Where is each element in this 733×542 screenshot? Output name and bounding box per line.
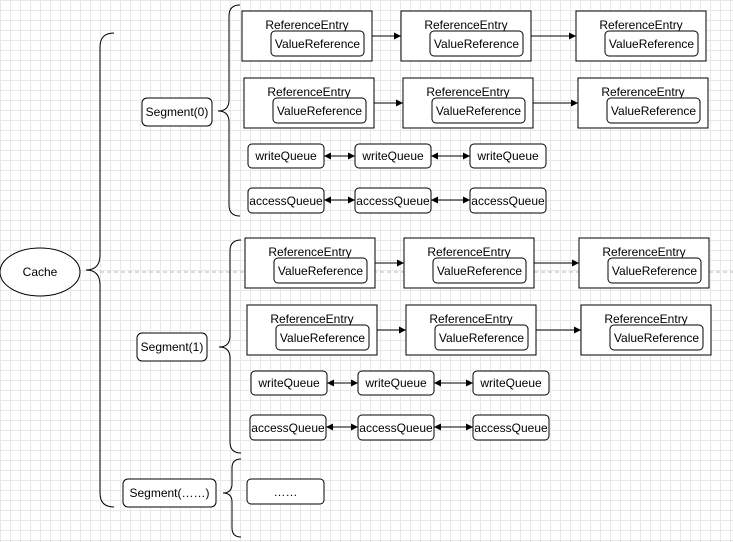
reference-entry[interactable]: ReferenceEntry ValueReference bbox=[243, 77, 375, 129]
segment-more: Segment(……) …… bbox=[122, 458, 325, 538]
write-queue-label: writeQueue bbox=[479, 376, 542, 390]
write-queue-node[interactable]: writeQueue bbox=[354, 143, 432, 169]
value-reference-label: ValueReference bbox=[609, 37, 694, 51]
segment-1-node[interactable]: Segment(1) bbox=[136, 332, 208, 362]
reference-entry[interactable]: ReferenceEntry ValueReference bbox=[578, 237, 710, 289]
segment-0-entry-row-0: ReferenceEntry ValueReference ReferenceE… bbox=[241, 10, 707, 62]
reference-entry-label: ReferenceEntry bbox=[604, 312, 687, 326]
value-reference-label: ValueReference bbox=[275, 37, 360, 51]
segment-1-entry-row-0: ReferenceEntry ValueReference ReferenceE… bbox=[244, 237, 710, 289]
write-queue-node[interactable]: writeQueue bbox=[247, 143, 325, 169]
write-queue-label: writeQueue bbox=[476, 149, 539, 163]
segment-1-label: Segment(1) bbox=[141, 340, 204, 354]
access-queue-label: accessQueue bbox=[251, 421, 325, 435]
access-queue-node[interactable]: accessQueue bbox=[247, 187, 325, 214]
value-reference-box[interactable] bbox=[272, 97, 367, 124]
value-reference-box[interactable] bbox=[606, 97, 701, 124]
reference-entry[interactable]: ReferenceEntry ValueReference bbox=[241, 10, 373, 62]
value-reference-box[interactable] bbox=[607, 257, 702, 284]
value-reference-label: ValueReference bbox=[611, 104, 696, 118]
reference-entry[interactable]: ReferenceEntry ValueReference bbox=[400, 10, 532, 62]
segment-0-label: Segment(0) bbox=[146, 105, 209, 119]
segment-0: Segment(0) ReferenceEntry ValueReference… bbox=[141, 4, 709, 217]
access-queue-node[interactable]: accessQueue bbox=[357, 414, 435, 441]
reference-entry[interactable]: ReferenceEntry ValueReference bbox=[246, 304, 378, 356]
segment-1-entry-row-1: ReferenceEntry ValueReference ReferenceE… bbox=[246, 304, 712, 356]
write-queue-label: writeQueue bbox=[364, 376, 427, 390]
segment-more-label: Segment(……) bbox=[129, 486, 209, 500]
access-queue-label: accessQueue bbox=[356, 194, 430, 208]
segment-0-write-queue: writeQueue writeQueue writeQueue bbox=[247, 143, 547, 169]
reference-entry[interactable]: ReferenceEntry ValueReference bbox=[575, 10, 707, 62]
value-reference-label: ValueReference bbox=[614, 331, 699, 345]
value-reference-box[interactable] bbox=[604, 30, 699, 57]
write-queue-label: writeQueue bbox=[361, 149, 424, 163]
value-reference-box[interactable] bbox=[275, 324, 370, 351]
access-queue-label: accessQueue bbox=[471, 194, 545, 208]
value-reference-label: ValueReference bbox=[277, 104, 362, 118]
value-reference-box[interactable] bbox=[270, 30, 365, 57]
reference-entry-label: ReferenceEntry bbox=[601, 85, 684, 99]
access-queue-node[interactable]: accessQueue bbox=[354, 187, 432, 214]
value-reference-label: ValueReference bbox=[278, 264, 363, 278]
reference-entry[interactable]: ReferenceEntry ValueReference bbox=[405, 304, 537, 356]
value-reference-box[interactable] bbox=[431, 97, 526, 124]
cache-label: Cache bbox=[23, 265, 58, 279]
segment-0-entry-row-1: ReferenceEntry ValueReference ReferenceE… bbox=[243, 77, 709, 129]
reference-entry-label: ReferenceEntry bbox=[270, 312, 353, 326]
segment-0-brace bbox=[217, 4, 241, 217]
value-reference-label: ValueReference bbox=[439, 331, 524, 345]
write-queue-label: writeQueue bbox=[254, 149, 317, 163]
write-queue-node[interactable]: writeQueue bbox=[357, 370, 435, 396]
value-reference-box[interactable] bbox=[429, 30, 524, 57]
segment-1-write-queue: writeQueue writeQueue writeQueue bbox=[250, 370, 550, 396]
value-reference-box[interactable] bbox=[273, 257, 368, 284]
cache-node[interactable]: Cache bbox=[0, 247, 81, 297]
segment-1: Segment(1) ReferenceEntry ValueReference… bbox=[136, 237, 712, 454]
access-queue-node[interactable]: accessQueue bbox=[472, 414, 550, 441]
reference-entry[interactable]: ReferenceEntry ValueReference bbox=[580, 304, 712, 356]
value-reference-box[interactable] bbox=[432, 257, 527, 284]
value-reference-label: ValueReference bbox=[280, 331, 365, 345]
reference-entry-label: ReferenceEntry bbox=[424, 18, 507, 32]
write-queue-label: writeQueue bbox=[257, 376, 320, 390]
value-reference-label: ValueReference bbox=[436, 104, 521, 118]
reference-entry-label: ReferenceEntry bbox=[268, 245, 351, 259]
segment-0-access-queue: accessQueue accessQueue accessQueue bbox=[247, 187, 547, 214]
write-queue-node[interactable]: writeQueue bbox=[472, 370, 550, 396]
reference-entry-label: ReferenceEntry bbox=[602, 245, 685, 259]
reference-entry[interactable]: ReferenceEntry ValueReference bbox=[402, 77, 534, 129]
reference-entry[interactable]: ReferenceEntry ValueReference bbox=[244, 237, 376, 289]
segment-1-access-queue: accessQueue accessQueue accessQueue bbox=[249, 414, 550, 441]
value-reference-label: ValueReference bbox=[437, 264, 522, 278]
reference-entry-label: ReferenceEntry bbox=[599, 18, 682, 32]
reference-entry-label: ReferenceEntry bbox=[267, 85, 350, 99]
reference-entry-label: ReferenceEntry bbox=[426, 85, 509, 99]
reference-entry-label: ReferenceEntry bbox=[429, 312, 512, 326]
value-reference-box[interactable] bbox=[434, 324, 529, 351]
segment-more-placeholder[interactable]: …… bbox=[246, 478, 325, 505]
write-queue-node[interactable]: writeQueue bbox=[469, 143, 547, 169]
placeholder-label: …… bbox=[274, 485, 298, 499]
value-reference-box[interactable] bbox=[609, 324, 704, 351]
segment-more-brace bbox=[222, 458, 242, 538]
access-queue-label: accessQueue bbox=[359, 421, 433, 435]
reference-entry-label: ReferenceEntry bbox=[265, 18, 348, 32]
write-queue-node[interactable]: writeQueue bbox=[250, 370, 328, 396]
segment-more-node[interactable]: Segment(……) bbox=[122, 478, 217, 508]
access-queue-node[interactable]: accessQueue bbox=[249, 414, 327, 441]
reference-entry[interactable]: ReferenceEntry ValueReference bbox=[577, 77, 709, 129]
reference-entry-label: ReferenceEntry bbox=[427, 245, 510, 259]
access-queue-label: accessQueue bbox=[474, 421, 548, 435]
cache-brace bbox=[85, 32, 115, 508]
value-reference-label: ValueReference bbox=[434, 37, 519, 51]
segment-1-brace bbox=[218, 239, 242, 454]
access-queue-label: accessQueue bbox=[249, 194, 323, 208]
reference-entry[interactable]: ReferenceEntry ValueReference bbox=[403, 237, 535, 289]
access-queue-node[interactable]: accessQueue bbox=[469, 187, 547, 214]
value-reference-label: ValueReference bbox=[612, 264, 697, 278]
segment-0-node[interactable]: Segment(0) bbox=[141, 97, 213, 127]
